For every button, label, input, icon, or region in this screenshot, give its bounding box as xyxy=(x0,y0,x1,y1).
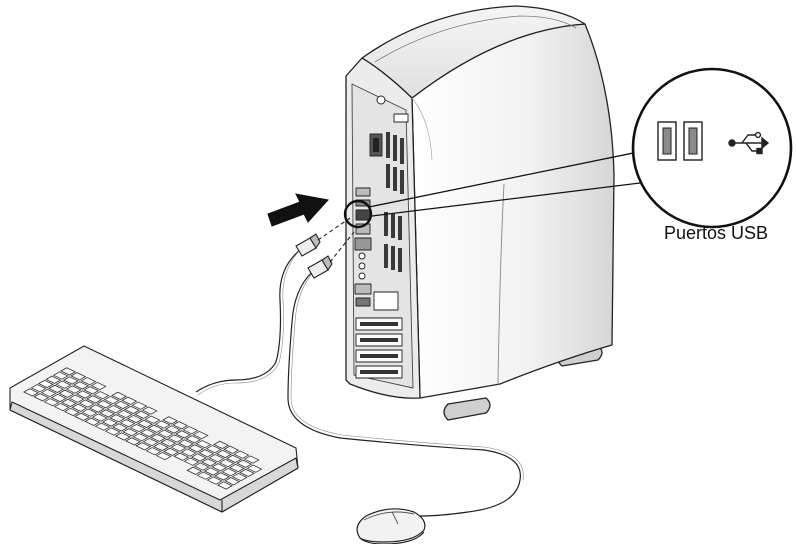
computer-tower xyxy=(346,6,614,420)
mouse-plug xyxy=(308,256,332,278)
keyboard-plug xyxy=(296,234,320,256)
usb-zoom-bubble xyxy=(633,69,791,227)
usb-port xyxy=(684,122,702,160)
mouse xyxy=(357,509,425,544)
latch xyxy=(394,114,408,122)
usb-port xyxy=(658,122,676,160)
keyboard-cable xyxy=(196,247,303,395)
tower-foot-front xyxy=(444,398,490,420)
insert-arrow xyxy=(268,194,328,226)
usb-ports-label: Puertos USB xyxy=(664,223,768,244)
tower-side-panel xyxy=(412,24,614,398)
